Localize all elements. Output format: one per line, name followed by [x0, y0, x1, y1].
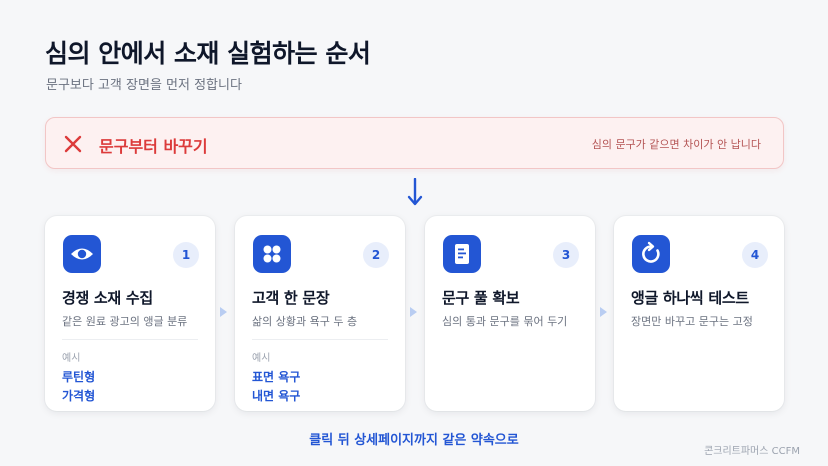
step-card-4: 4 앵글 하나씩 테스트 장면만 바꾸고 문구는 고정 — [614, 216, 784, 411]
step-title: 고객 한 문장 — [252, 289, 330, 307]
step-card-3: 3 문구 풀 확보 심의 통과 문구를 묶어 두기 — [425, 216, 595, 411]
step-title: 경쟁 소재 수집 — [62, 289, 153, 307]
brand-label: 콘크리트파머스 CCFM — [704, 446, 800, 457]
step-description: 심의 통과 문구를 묶어 두기 — [442, 315, 568, 328]
step-card-1: 1 경쟁 소재 수집 같은 원료 광고의 앵글 분류 예시 루틴형 가격형 — [45, 216, 215, 411]
wrong-approach-box: 문구부터 바꾸기 심의 문구가 같으면 차이가 안 납니다 — [45, 117, 784, 169]
wrong-approach-note: 심의 문구가 같으면 차이가 안 납니다 — [591, 138, 761, 151]
step-description: 삶의 상황과 욕구 두 층 — [252, 315, 358, 328]
chevron-right-icon — [220, 307, 227, 317]
example-item: 내면 욕구 — [252, 389, 301, 403]
step-description: 같은 원료 광고의 앵글 분류 — [62, 315, 188, 328]
step-card-2: 2 고객 한 문장 삶의 상황과 욕구 두 층 예시 표면 욕구 내면 욕구 — [235, 216, 405, 411]
page-title: 심의 안에서 소재 실험하는 순서 — [45, 39, 371, 68]
eye-icon — [63, 235, 101, 273]
step-number: 4 — [742, 242, 768, 268]
divider — [62, 339, 198, 340]
refresh-icon — [632, 235, 670, 273]
people-icon — [253, 235, 291, 273]
chevron-right-icon — [600, 307, 607, 317]
example-label: 예시 — [62, 353, 81, 364]
step-number: 1 — [173, 242, 199, 268]
example-item: 루틴형 — [62, 370, 96, 384]
x-icon — [64, 135, 82, 153]
divider — [252, 339, 388, 340]
wrong-approach-title: 문구부터 바꾸기 — [99, 137, 208, 156]
example-item: 표면 욕구 — [252, 370, 301, 384]
arrow-down-icon — [407, 178, 423, 206]
page-subtitle: 문구보다 고객 장면을 먼저 정합니다 — [46, 78, 242, 93]
footer-cta: 클릭 뒤 상세페이지까지 같은 약속으로 — [309, 433, 519, 448]
step-title: 문구 풀 확보 — [442, 289, 520, 307]
step-number: 2 — [363, 242, 389, 268]
step-description: 장면만 바꾸고 문구는 고정 — [631, 315, 753, 328]
example-label: 예시 — [252, 353, 271, 364]
chevron-right-icon — [410, 307, 417, 317]
step-number: 3 — [553, 242, 579, 268]
document-icon — [443, 235, 481, 273]
step-title: 앵글 하나씩 테스트 — [631, 289, 749, 307]
example-item: 가격형 — [62, 389, 96, 403]
